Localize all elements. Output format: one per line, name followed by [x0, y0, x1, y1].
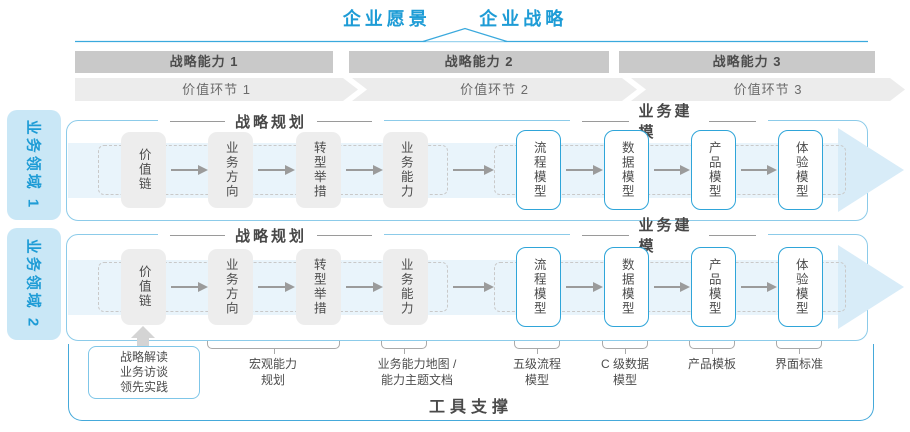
flow-arrow-icon — [741, 165, 777, 174]
domain-tab-2-label: 业务领域 2 — [24, 238, 42, 330]
box-product-model: 产品模型 — [691, 130, 736, 210]
flow-arrow-icon — [453, 282, 494, 291]
flow-arrow-icon — [566, 165, 603, 174]
domain-tab-2: 业务领域 2 — [7, 228, 61, 340]
note-capability-map: 业务能力地图 / 能力主题文档 — [377, 357, 457, 387]
flow-arrow-icon — [171, 165, 208, 174]
domain-tab-1: 业务领域 1 — [7, 110, 61, 220]
capability-bar-2: 战略能力 2 — [349, 51, 609, 73]
band-arrow-icon — [838, 128, 904, 212]
section-title-modeling: 业务建模 — [570, 217, 768, 255]
box-data-model: 数据模型 — [604, 130, 649, 210]
note-macro-capability: 宏观能力 规划 — [248, 357, 298, 387]
value-link-3: 价值环节 3 — [631, 78, 905, 101]
flow-arrow-icon — [258, 282, 295, 291]
box-business-direction: 业务方向 — [208, 249, 253, 325]
bracket-capability-map — [381, 341, 427, 354]
domain-1-panel: 战略规划 业务建模 价值链 业务方向 转型举措 业务能力 流程模型 数据模型 产… — [66, 103, 904, 221]
tool-support-label: 工具支撑 — [428, 399, 513, 416]
bracket-product-template — [689, 341, 735, 354]
box-experience-model: 体验模型 — [778, 247, 823, 327]
bracket-macro-capability — [207, 341, 340, 354]
flow-arrow-icon — [654, 165, 690, 174]
box-process-model: 流程模型 — [516, 130, 561, 210]
planning-dashed-group — [98, 145, 448, 195]
box-value-chain: 价值链 — [121, 249, 166, 325]
bracket-ui-standard — [776, 341, 822, 354]
bracket-data-model — [602, 341, 648, 354]
box-business-capability: 业务能力 — [383, 132, 428, 208]
section-title-modeling: 业务建模 — [570, 103, 768, 141]
page-title: 企业愿景 企业战略 — [0, 5, 910, 31]
flow-arrow-icon — [346, 165, 383, 174]
capability-bar-3: 战略能力 3 — [619, 51, 875, 73]
box-product-model: 产品模型 — [691, 247, 736, 327]
value-link-1: 价值环节 1 — [75, 78, 358, 101]
note-ui-standard: 界面标准 — [774, 357, 824, 371]
value-link-2: 价值环节 2 — [352, 78, 637, 101]
planning-dashed-group — [98, 262, 448, 312]
section-title-planning: 战略规划 — [157, 110, 385, 132]
box-business-direction: 业务方向 — [208, 132, 253, 208]
tool-support-container: 工具支撑 — [68, 344, 874, 421]
up-arrow-icon — [137, 338, 149, 348]
flow-arrow-icon — [741, 282, 777, 291]
box-experience-model: 体验模型 — [778, 130, 823, 210]
domain-tab-1-label: 业务领域 1 — [24, 119, 42, 211]
box-process-model: 流程模型 — [516, 247, 561, 327]
box-business-capability: 业务能力 — [383, 249, 428, 325]
flow-arrow-icon — [346, 282, 383, 291]
modeling-dashed-group — [494, 145, 846, 195]
note-process-model: 五级流程 模型 — [512, 357, 562, 387]
modeling-dashed-group — [494, 262, 846, 312]
box-transformation-initiative: 转型举措 — [296, 249, 341, 325]
flow-arrow-icon — [171, 282, 208, 291]
box-value-chain: 价值链 — [121, 132, 166, 208]
note-data-model: C 级数据 模型 — [600, 357, 650, 387]
box-transformation-initiative: 转型举措 — [296, 132, 341, 208]
up-arrow-icon — [131, 326, 155, 338]
section-title-planning: 战略规划 — [157, 224, 385, 246]
domain-2-panel: 战略规划 业务建模 价值链 业务方向 转型举措 业务能力 流程模型 数据模型 产… — [66, 217, 904, 341]
title-strategy: 企业战略 — [479, 9, 568, 29]
box-data-model: 数据模型 — [604, 247, 649, 327]
flow-arrow-icon — [453, 165, 494, 174]
band-arrow-icon — [838, 245, 904, 329]
bracket-process-model — [514, 341, 560, 354]
title-vision: 企业愿景 — [342, 9, 431, 29]
flow-arrow-icon — [566, 282, 603, 291]
title-underline-caret-icon — [75, 27, 868, 43]
flow-arrow-icon — [654, 282, 690, 291]
note-product-template: 产品模板 — [687, 357, 737, 371]
capability-bar-1: 战略能力 1 — [75, 51, 333, 73]
strategy-inputs-box: 战略解读 业务访谈 领先实践 — [88, 346, 200, 399]
flow-arrow-icon — [258, 165, 295, 174]
